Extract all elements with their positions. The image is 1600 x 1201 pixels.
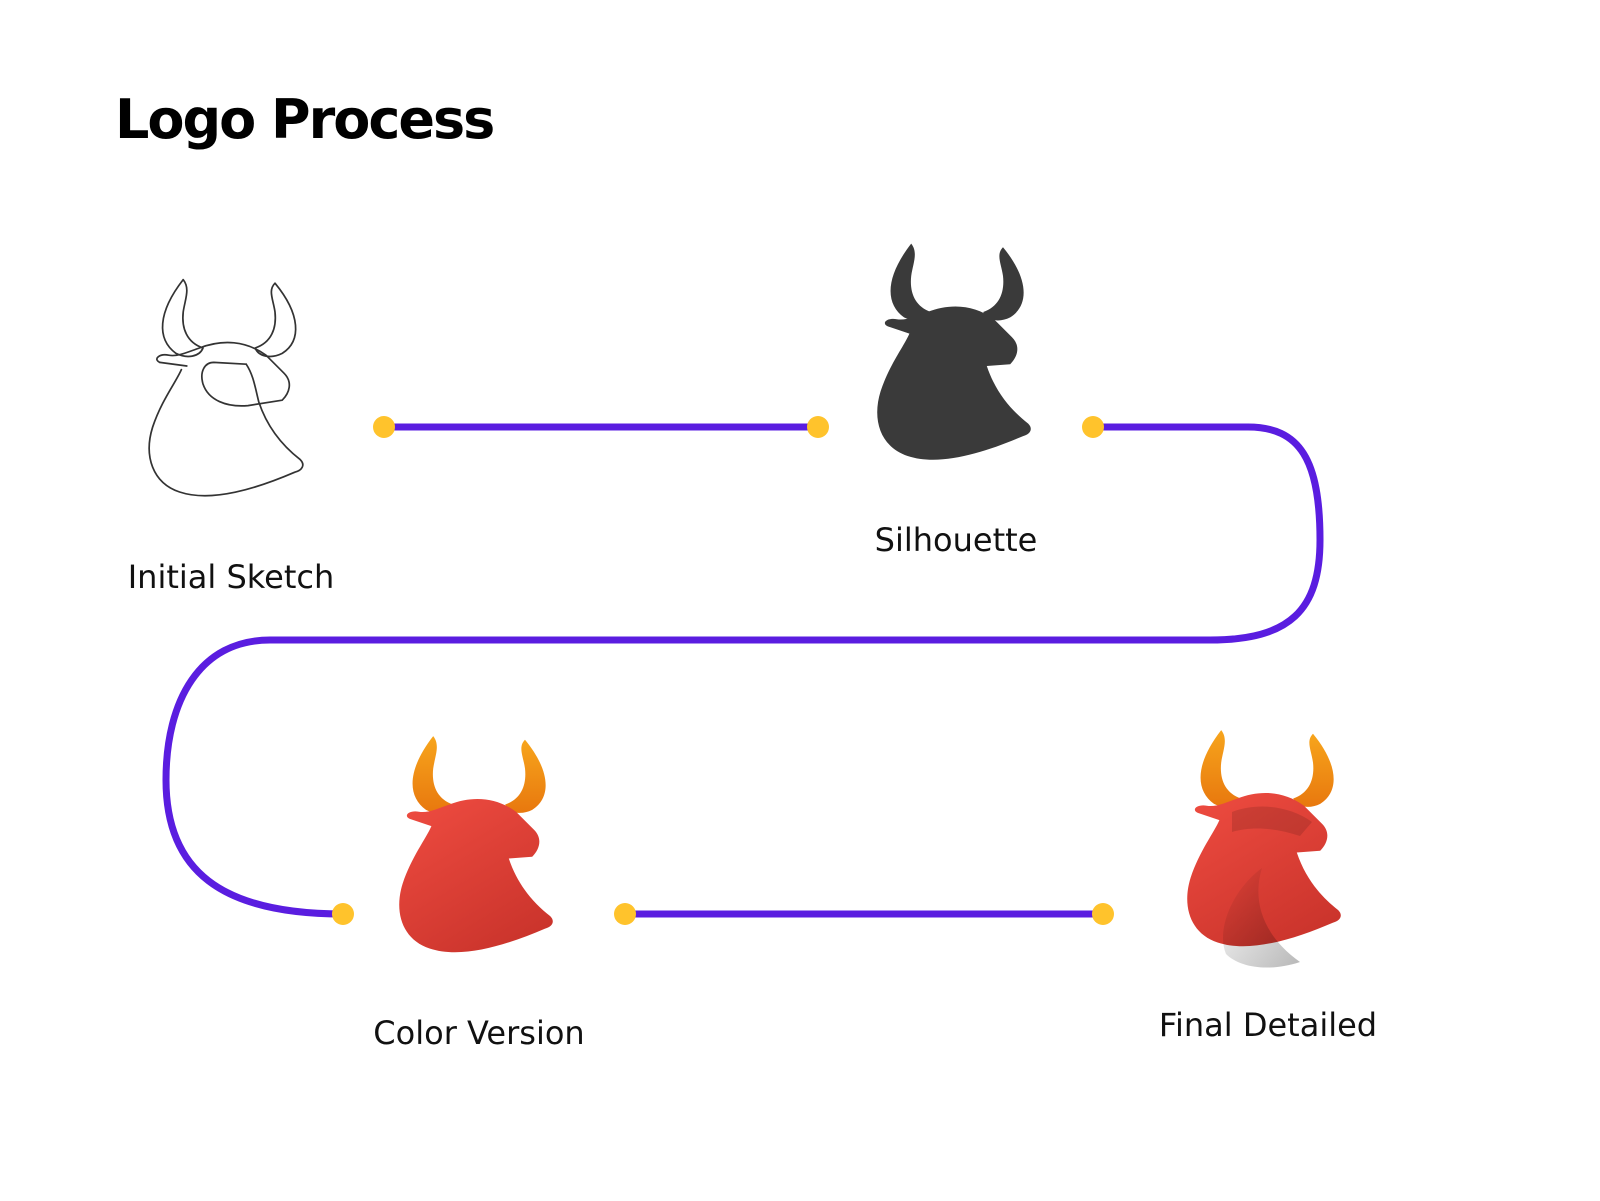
path-node xyxy=(1082,416,1104,438)
process-icons xyxy=(148,243,1341,968)
path-node xyxy=(614,903,636,925)
brow-shade xyxy=(1232,806,1312,836)
step-label-color-version: Color Version xyxy=(373,1014,585,1052)
process-nodes xyxy=(332,416,1114,925)
bull-head-silhouette-icon xyxy=(877,243,1031,460)
path-node xyxy=(332,903,354,925)
page-title: Logo Process xyxy=(115,88,495,151)
bull-head-final-icon xyxy=(1187,730,1341,968)
path-node xyxy=(1092,903,1114,925)
bull-head-color-icon xyxy=(399,736,553,953)
step-label-final-detailed: Final Detailed xyxy=(1158,1006,1378,1044)
shoulder-shade xyxy=(1223,868,1300,968)
path-node xyxy=(373,416,395,438)
step-label-silhouette: Silhouette xyxy=(874,521,1038,559)
process-path xyxy=(162,423,1324,918)
step-label-initial-sketch: Initial Sketch xyxy=(127,558,335,596)
path-node xyxy=(807,416,829,438)
connector-silhouette-to-color xyxy=(162,423,1324,918)
bull-head-sketch-icon xyxy=(148,278,304,497)
